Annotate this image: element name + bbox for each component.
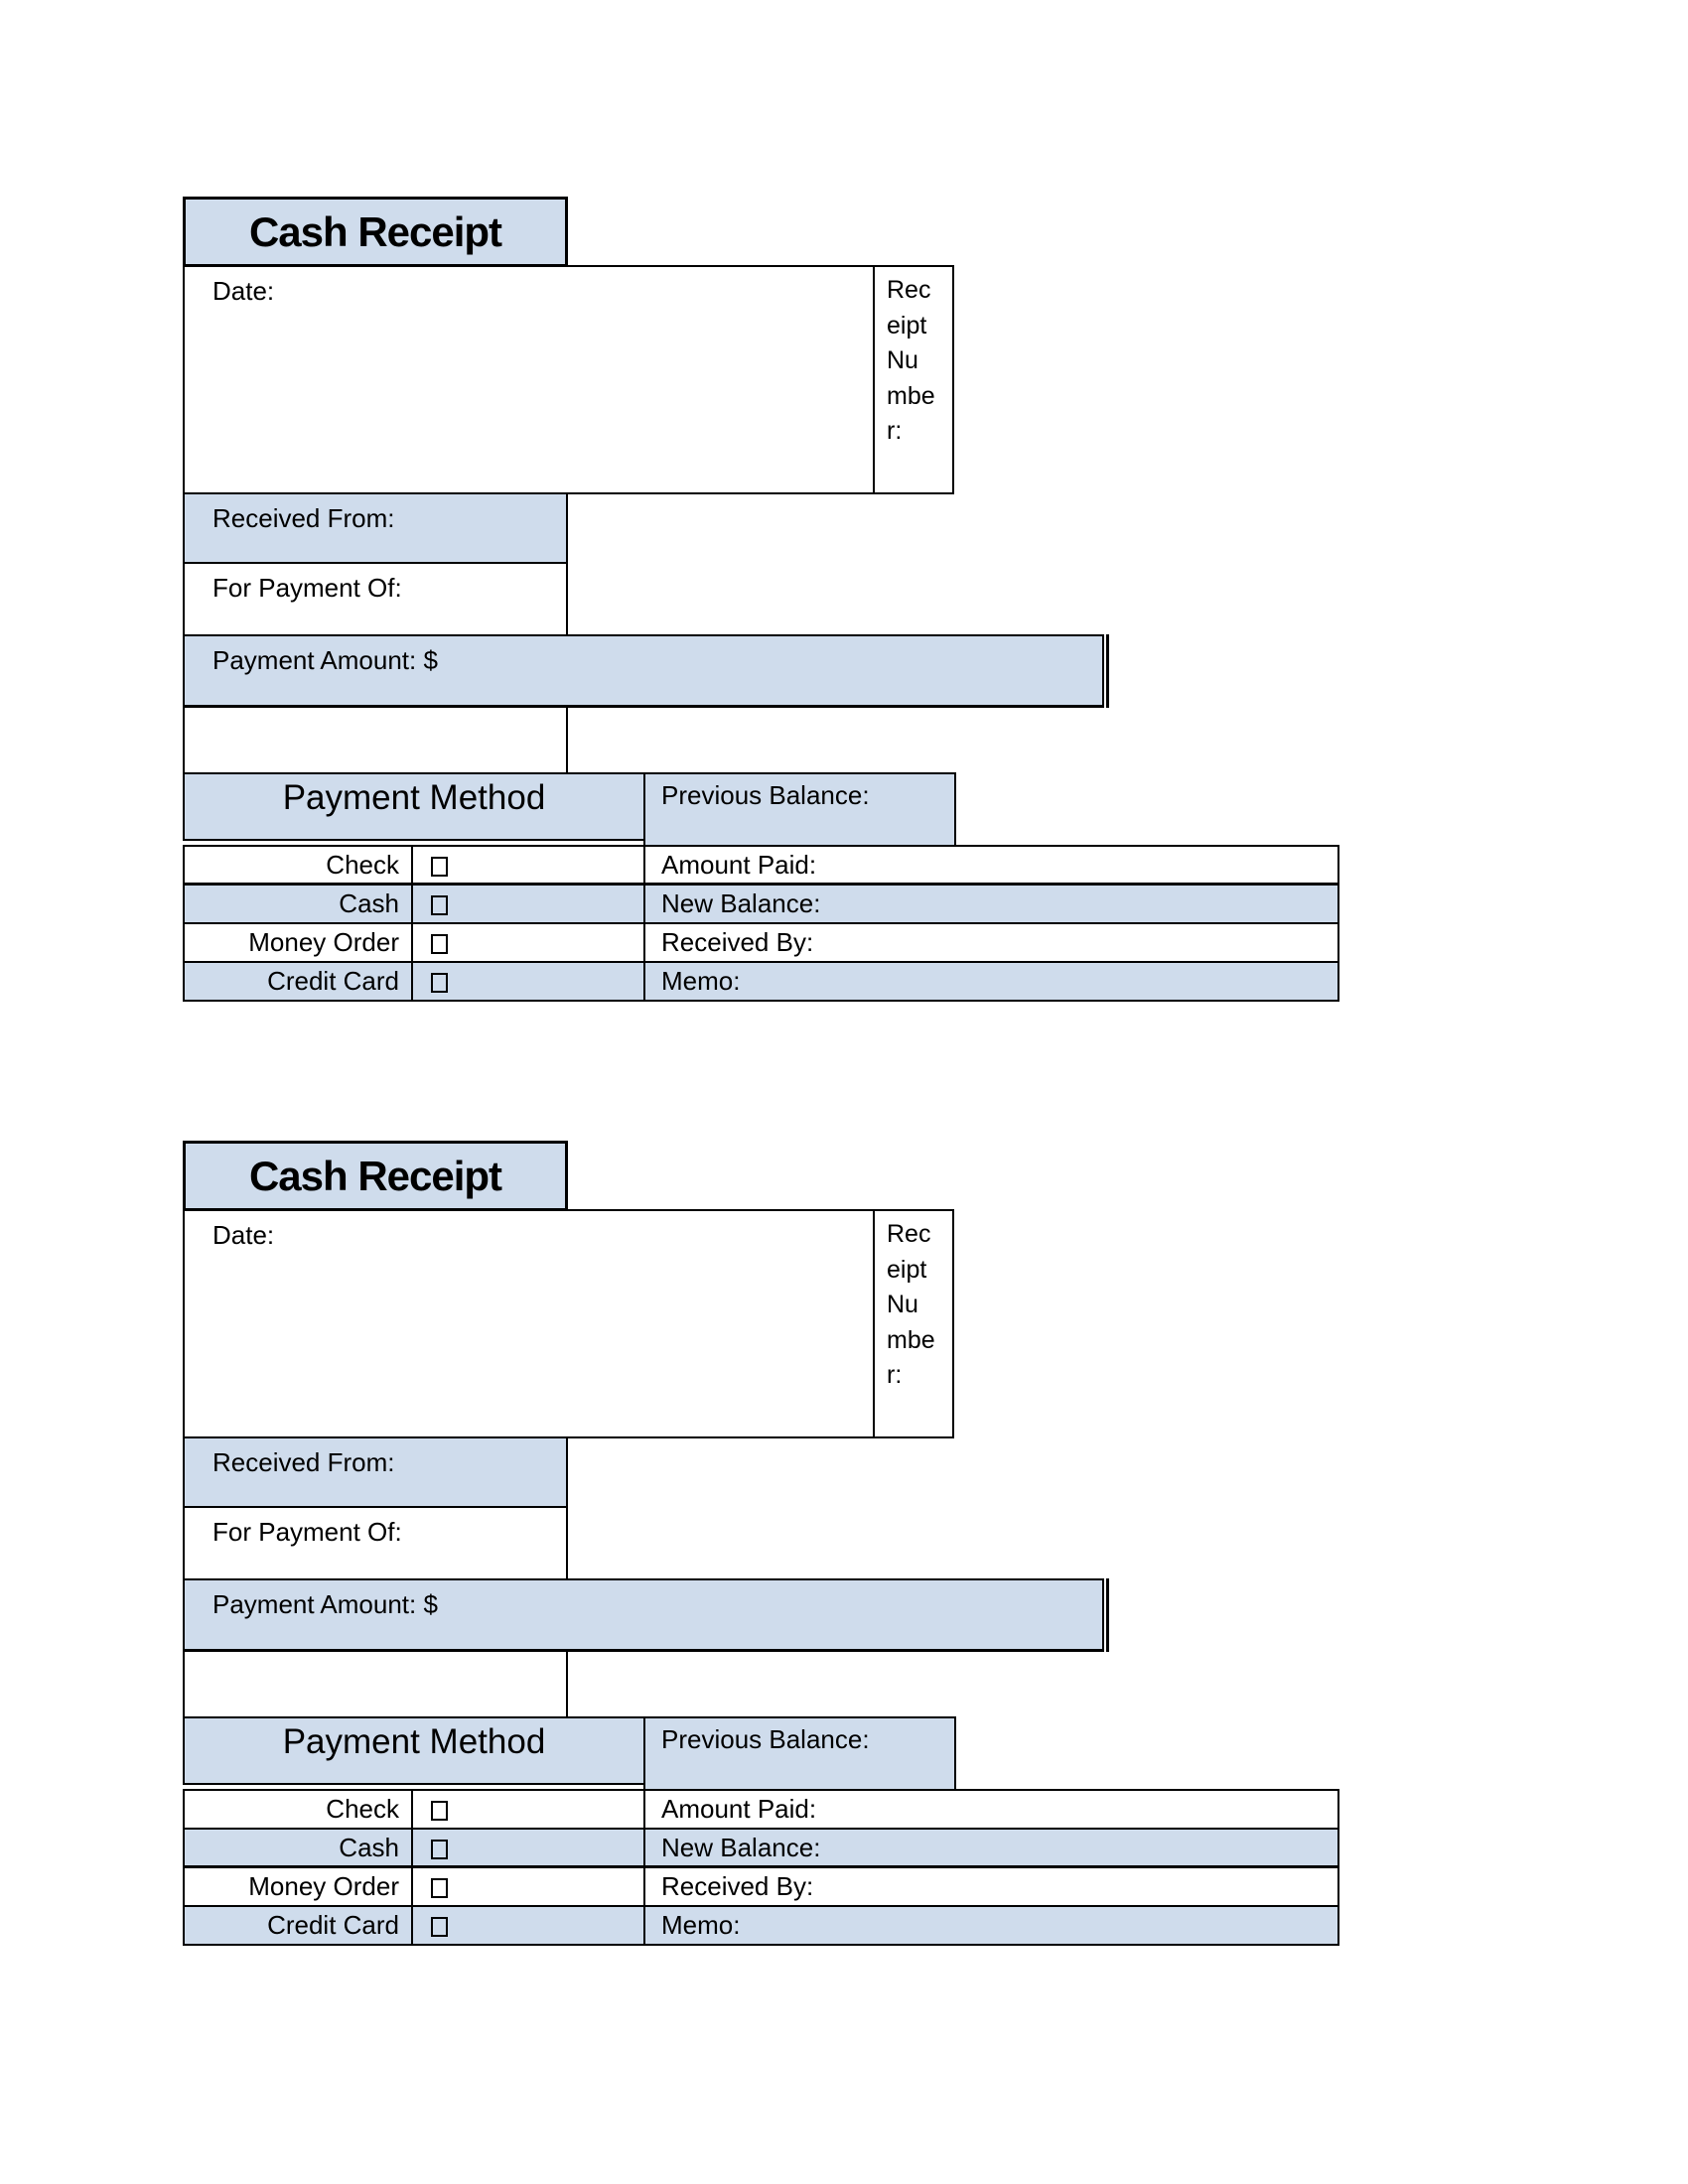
receipt-number-label: Receipt Number: — [887, 276, 935, 445]
received-from-label: Received From: — [212, 1447, 395, 1477]
for-payment-of-cell[interactable]: For Payment Of: — [183, 1506, 568, 1580]
date-cell[interactable]: Date: — [183, 1209, 875, 1438]
amount-paid-cell[interactable]: Amount Paid: — [661, 850, 817, 880]
credit-card-checkbox-cell — [413, 1907, 645, 1944]
cash-receipt-form-2: Cash Receipt Date: Receipt Number: Recei… — [183, 1141, 1344, 1950]
payment-method-title: Payment Method — [282, 778, 546, 817]
money-order-checkbox-cell — [413, 1868, 645, 1905]
received-from-label: Received From: — [212, 503, 395, 533]
receipt-number-cell[interactable]: Receipt Number: — [873, 265, 954, 494]
previous-balance-cell[interactable]: Previous Balance: — [643, 1716, 956, 1791]
money-order-checkbox-cell — [413, 924, 645, 961]
method-label-credit-card: Credit Card — [185, 1907, 413, 1944]
memo-cell[interactable]: Memo: — [661, 1910, 741, 1940]
blank-cell — [183, 1650, 568, 1718]
method-label-credit-card: Credit Card — [185, 963, 413, 1000]
memo-cell[interactable]: Memo: — [661, 966, 741, 996]
previous-balance-label: Previous Balance: — [661, 1724, 870, 1754]
table-row: Money Order Received By: — [183, 1866, 1339, 1907]
previous-balance-label: Previous Balance: — [661, 780, 870, 810]
receipt-title: Cash Receipt — [248, 1152, 502, 1199]
table-row: Credit Card Memo: — [183, 1905, 1339, 1946]
receipt-title-box: Cash Receipt — [183, 1141, 568, 1211]
receipt-number-cell[interactable]: Receipt Number: — [873, 1209, 954, 1438]
for-payment-of-label: For Payment Of: — [212, 573, 402, 603]
method-label-check: Check — [185, 847, 413, 883]
method-label-money-order: Money Order — [185, 924, 413, 961]
date-cell[interactable]: Date: — [183, 265, 875, 494]
method-label-check: Check — [185, 1791, 413, 1828]
table-row: Cash New Balance: — [183, 1828, 1339, 1869]
payment-method-title: Payment Method — [282, 1722, 546, 1761]
for-payment-of-cell[interactable]: For Payment Of: — [183, 562, 568, 636]
checkbox-unchecked-icon[interactable] — [431, 1917, 448, 1937]
payment-amount-edge-line — [1106, 634, 1109, 708]
table-row: Check Amount Paid: — [183, 1789, 1339, 1830]
date-label: Date: — [212, 276, 275, 306]
cash-receipt-form-1: Cash Receipt Date: Receipt Number: Recei… — [183, 197, 1344, 1006]
receipt-number-label: Receipt Number: — [887, 1220, 935, 1389]
payment-amount-label: Payment Amount: $ — [212, 1589, 438, 1619]
table-row: Credit Card Memo: — [183, 961, 1339, 1002]
checkbox-unchecked-icon[interactable] — [431, 1878, 448, 1898]
received-by-cell[interactable]: Received By: — [661, 927, 814, 957]
blank-cell — [183, 706, 568, 774]
check-checkbox-cell — [413, 847, 645, 883]
received-from-cell[interactable]: Received From: — [183, 492, 568, 564]
new-balance-cell[interactable]: New Balance: — [661, 888, 821, 918]
receipt-title: Cash Receipt — [248, 207, 502, 255]
checkbox-unchecked-icon[interactable] — [431, 934, 448, 954]
cash-checkbox-cell — [413, 1830, 645, 1865]
checkbox-unchecked-icon[interactable] — [431, 973, 448, 993]
credit-card-checkbox-cell — [413, 963, 645, 1000]
receipt-title-box: Cash Receipt — [183, 197, 568, 267]
payment-amount-label: Payment Amount: $ — [212, 645, 438, 675]
method-label-cash: Cash — [185, 886, 413, 922]
checkbox-unchecked-icon[interactable] — [431, 1840, 448, 1859]
cash-checkbox-cell — [413, 886, 645, 922]
payment-amount-cell[interactable]: Payment Amount: $ — [183, 634, 1104, 708]
method-label-cash: Cash — [185, 1830, 413, 1865]
for-payment-of-label: For Payment Of: — [212, 1517, 402, 1547]
payment-amount-cell[interactable]: Payment Amount: $ — [183, 1578, 1104, 1652]
amount-paid-cell[interactable]: Amount Paid: — [661, 1794, 817, 1824]
payment-amount-edge-line — [1106, 1578, 1109, 1652]
table-row: Cash New Balance: — [183, 884, 1339, 924]
new-balance-cell[interactable]: New Balance: — [661, 1833, 821, 1862]
date-label: Date: — [212, 1220, 275, 1250]
table-row: Check Amount Paid: — [183, 845, 1339, 887]
payment-method-header: Payment Method — [183, 772, 645, 841]
received-by-cell[interactable]: Received By: — [661, 1871, 814, 1901]
payment-method-header: Payment Method — [183, 1716, 645, 1785]
received-from-cell[interactable]: Received From: — [183, 1436, 568, 1508]
checkbox-unchecked-icon[interactable] — [431, 895, 448, 915]
check-checkbox-cell — [413, 1791, 645, 1828]
checkbox-unchecked-icon[interactable] — [431, 1801, 448, 1821]
table-row: Money Order Received By: — [183, 922, 1339, 963]
previous-balance-cell[interactable]: Previous Balance: — [643, 772, 956, 847]
checkbox-unchecked-icon[interactable] — [431, 857, 448, 877]
method-label-money-order: Money Order — [185, 1868, 413, 1905]
